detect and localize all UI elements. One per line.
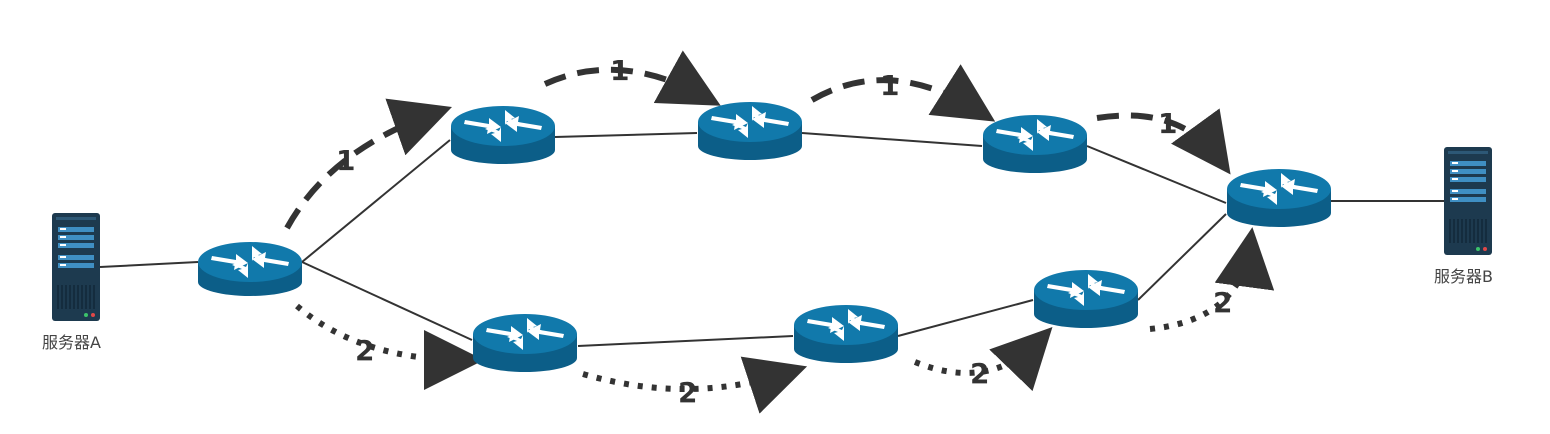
path-1-segment-2 — [543, 50, 721, 106]
link-r6-r7 — [897, 299, 1034, 337]
router-r0 — [198, 242, 302, 296]
path-1 — [284, 50, 1231, 230]
link-r1-r2 — [554, 132, 698, 138]
link-r3-r4 — [1086, 145, 1227, 204]
router-r5 — [473, 314, 577, 372]
path-2-labels: 2 2 2 2 — [355, 286, 1232, 409]
link-r7-r4 — [1137, 213, 1227, 301]
router-r3 — [983, 115, 1087, 173]
path-1-segment-1 — [284, 98, 452, 230]
link-r0-r5 — [301, 261, 473, 341]
path-2-segment-4 — [1149, 227, 1275, 332]
link-server-a-r0 — [99, 261, 199, 268]
router-r1 — [451, 106, 555, 164]
path-1-segment-3 — [810, 64, 996, 122]
path-1-labels: 1 1 1 1 — [336, 54, 1177, 177]
path-1-segment-4 — [1096, 108, 1231, 175]
links — [99, 132, 1446, 347]
link-r0-r1 — [301, 139, 451, 263]
router-r4 — [1227, 169, 1331, 227]
router-r2 — [698, 102, 802, 160]
path-2-label: 2 — [355, 334, 374, 367]
router-r7 — [1034, 270, 1138, 328]
path-2-segment-2 — [582, 356, 808, 414]
server-b — [1444, 147, 1492, 255]
path-2-segment-3 — [913, 327, 1053, 392]
server-b-label: 服务器B — [1434, 267, 1493, 286]
path-1-label: 1 — [610, 54, 629, 87]
path-2-label: 2 — [1213, 286, 1232, 319]
router-r6 — [794, 305, 898, 363]
link-r5-r6 — [577, 335, 794, 347]
path-2-label: 2 — [970, 357, 989, 390]
path-2 — [295, 227, 1275, 414]
path-2-label: 2 — [678, 376, 697, 409]
link-r2-r3 — [801, 132, 983, 147]
path-1-label: 1 — [1158, 107, 1177, 140]
path-1-label: 1 — [880, 69, 899, 102]
path-1-label: 1 — [336, 144, 355, 177]
server-a-label: 服务器A — [42, 333, 101, 352]
path-2-segment-1 — [295, 303, 484, 390]
server-a — [52, 213, 100, 321]
